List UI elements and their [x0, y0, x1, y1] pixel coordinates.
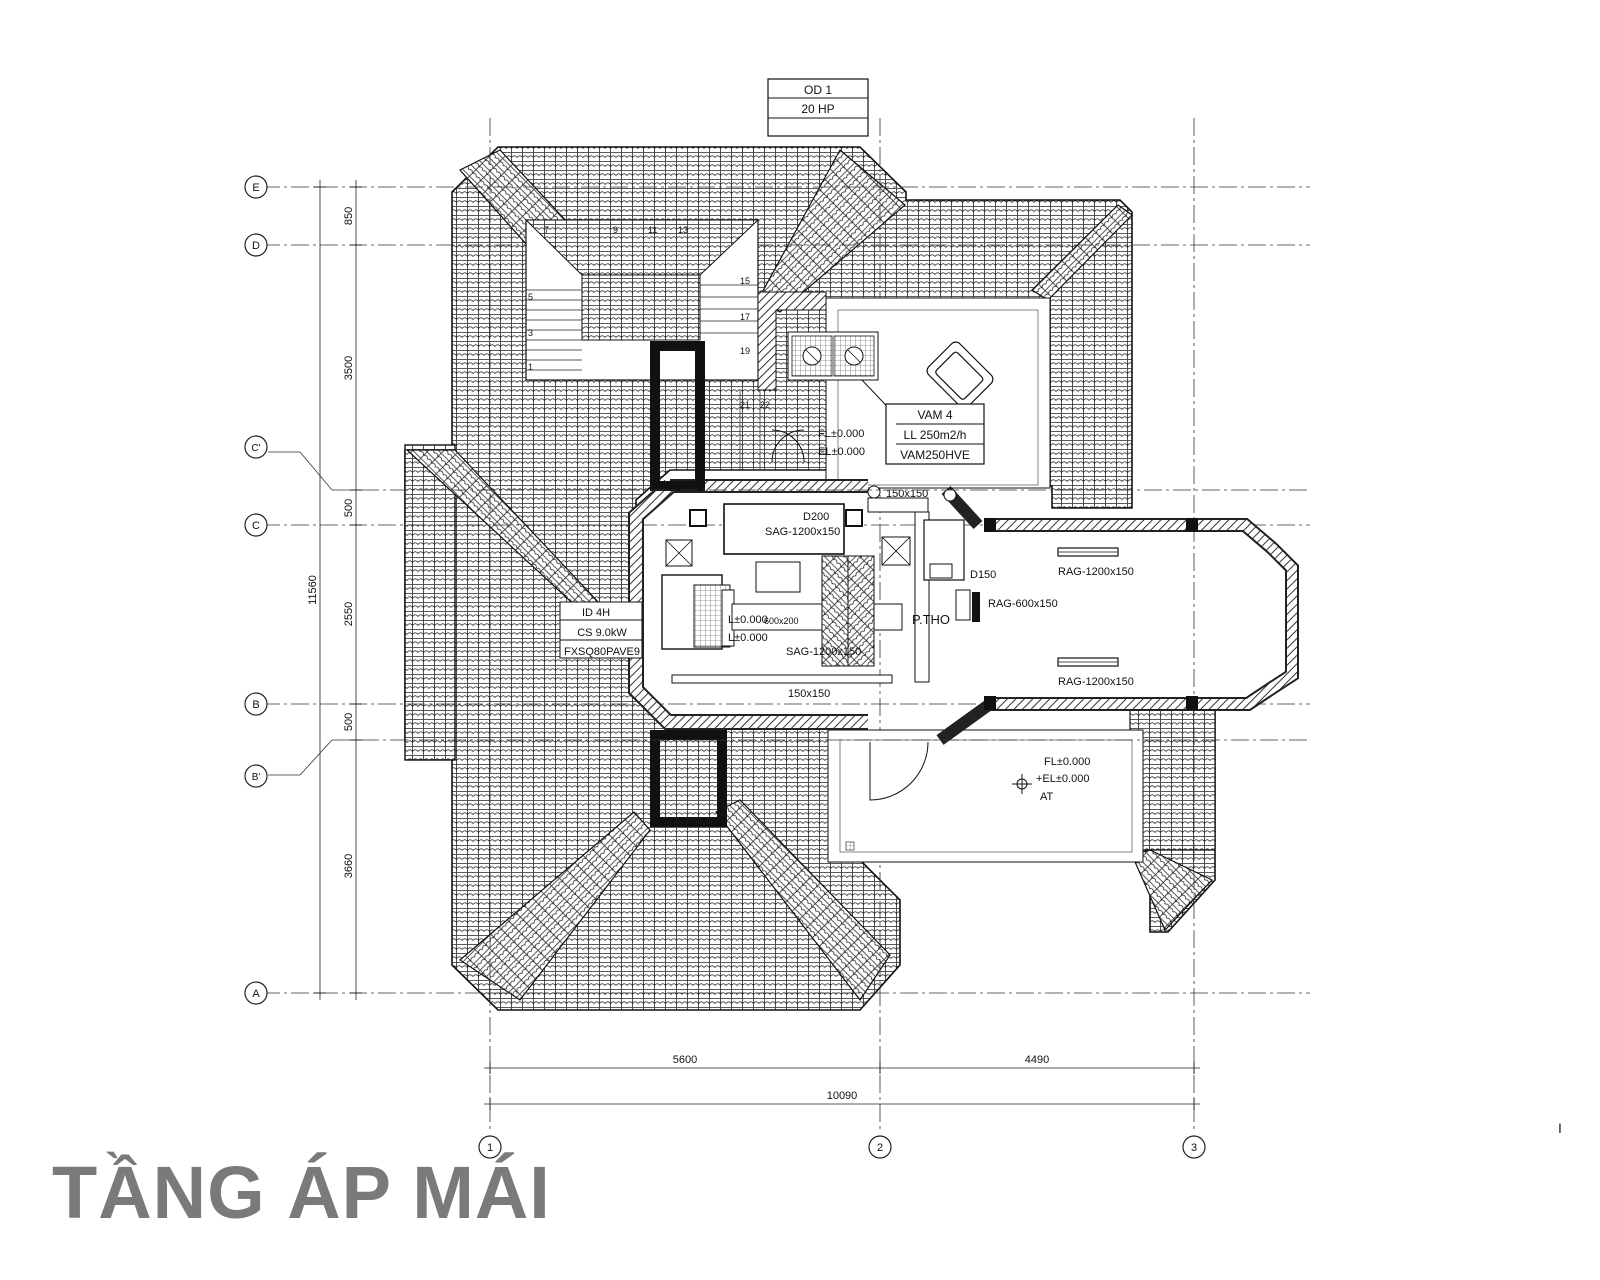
horizontal-dimensions: 5600 4490 10090: [484, 1054, 1200, 1110]
stair-num-15: 15: [740, 276, 750, 286]
indoor-unit-tag: ID 4H CS 9.0kW FXSQ80PAVE9: [559, 601, 643, 659]
level-l1: L±0.000: [728, 614, 768, 626]
stair-num-13: 13: [678, 225, 688, 235]
corner-mark: I: [1558, 1120, 1562, 1136]
duct-600x200: 600x200: [764, 616, 799, 626]
grid-bubble-1: 1: [478, 1135, 502, 1159]
grid-bubble-E: E: [244, 175, 268, 199]
level-at-el: +EL±0.000: [1036, 773, 1089, 785]
stair-num-22: 22: [760, 400, 770, 410]
grid-bubble-A: A: [244, 981, 268, 1005]
outdoor-unit-name: OD 1: [804, 83, 832, 97]
grille-rag-top: RAG-1200x150: [1058, 566, 1134, 578]
duct-150x150-bottom: 150x150: [788, 688, 830, 700]
page-title: TẦNG ÁP MÁI: [52, 1151, 551, 1234]
duct-sag-top: SAG-1200x150: [765, 526, 840, 538]
dim-total-horizontal: 10090: [827, 1090, 858, 1102]
grid-bubble-C: C: [244, 513, 268, 537]
svg-text:B': B': [252, 772, 261, 783]
indoor-unit-name: ID 4H: [582, 607, 610, 619]
vam-name: VAM 4: [917, 408, 952, 422]
svg-text:B: B: [252, 699, 259, 711]
level-fl: FL±0.000: [818, 428, 864, 440]
vam-tag: VAM 4 LL 250m2/h VAM250HVE: [885, 403, 985, 465]
indoor-unit-capacity: CS 9.0kW: [577, 627, 627, 639]
level-el: EL±0.000: [818, 446, 865, 458]
stair: 7 9 11 13 15 17 19 21 22 5 3 1: [524, 219, 770, 470]
stair-num-11: 11: [648, 225, 657, 235]
dim-total-vertical: 11560: [307, 575, 319, 605]
vam-flow: LL 250m2/h: [904, 428, 967, 442]
svg-text:D: D: [252, 240, 260, 252]
svg-text:3: 3: [1191, 1142, 1197, 1154]
stair-num-17: 17: [740, 312, 750, 322]
grille-rag-bottom: RAG-1200x150: [1058, 676, 1134, 688]
stair-num-7: 7: [544, 225, 549, 235]
grid-col-bubbles: 1 2 3: [478, 1135, 1206, 1159]
duct-d150: D150: [970, 569, 996, 581]
svg-text:1: 1: [487, 1142, 493, 1154]
annotations: FL±0.000 EL±0.000 D200 SAG-1200x150 150x…: [728, 428, 1134, 803]
dim-4490: 4490: [1025, 1054, 1049, 1066]
stair-num-9: 9: [613, 225, 618, 235]
grid-bubble-B-prime: B': [244, 764, 268, 788]
vertical-dimensions: 850 3500 500 2550 500 3660 11560: [307, 180, 362, 1000]
svg-text:2: 2: [877, 1142, 883, 1154]
outdoor-unit-tag: OD 1 20 HP: [767, 78, 869, 137]
dim-2550: 2550: [343, 602, 355, 626]
indoor-unit-model: FXSQ80PAVE9: [564, 646, 640, 658]
grid-bubble-C-prime: C': [244, 435, 268, 459]
dim-5600: 5600: [673, 1054, 697, 1066]
dim-3500: 3500: [343, 356, 355, 380]
outdoor-unit-capacity: 20 HP: [801, 102, 834, 116]
grid-row-bubbles: E D C' C B B' A: [244, 175, 1310, 1005]
svg-text:C': C': [251, 443, 260, 454]
room-label-ptho: P.THO: [912, 612, 950, 627]
svg-text:C: C: [252, 520, 260, 532]
duct-d200: D200: [803, 511, 829, 523]
grid-bubble-B: B: [244, 692, 268, 716]
stair-num-19: 19: [740, 346, 750, 356]
svg-text:A: A: [252, 988, 260, 1000]
stair-num-1: 1: [528, 362, 533, 372]
equipment: [661, 485, 1119, 794]
level-l2: L±0.000: [728, 632, 768, 644]
dim-500-top: 500: [343, 499, 355, 517]
duct-150x150-top: 150x150: [886, 488, 928, 500]
dim-850: 850: [343, 207, 355, 225]
stair-num-3: 3: [528, 328, 533, 338]
grid-bubble-3: 3: [1182, 1135, 1206, 1159]
grid-bubble-D: D: [244, 233, 268, 257]
dim-500-bottom: 500: [343, 713, 355, 731]
walls: [628, 341, 1299, 827]
grid-bubble-2: 2: [868, 1135, 892, 1159]
level-at: AT: [1040, 791, 1054, 803]
stair-num-21: 21: [740, 400, 750, 410]
vam-model: VAM250HVE: [900, 448, 970, 462]
dim-3660: 3660: [343, 854, 355, 878]
duct-sag-bottom: SAG-1200x150: [786, 646, 861, 658]
grid-lines: [262, 118, 1310, 1130]
grille-rag-600: RAG-600x150: [988, 598, 1058, 610]
svg-text:E: E: [252, 182, 259, 194]
stair-num-5: 5: [528, 292, 533, 302]
level-at-fl: FL±0.000: [1044, 756, 1090, 768]
